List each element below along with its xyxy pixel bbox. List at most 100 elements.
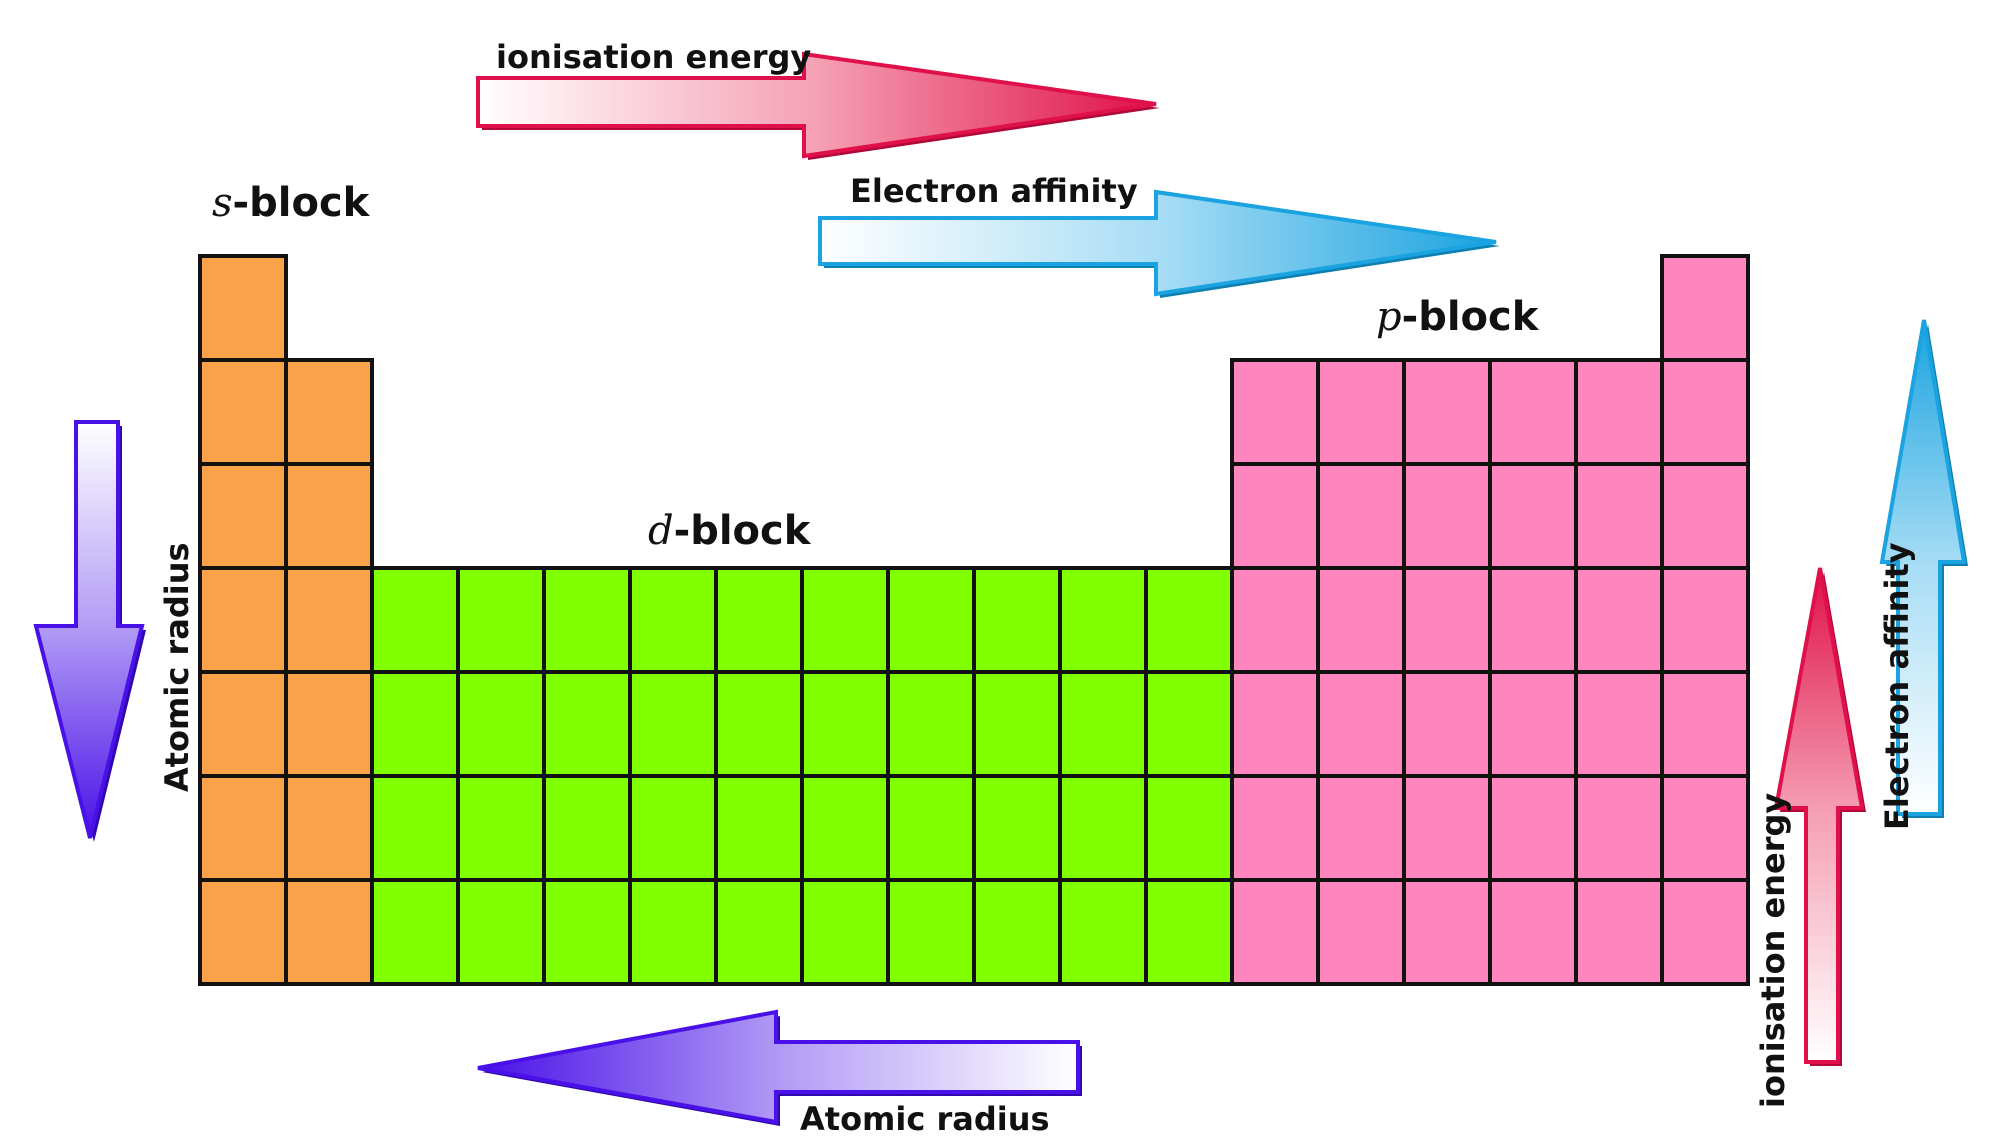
p-block-cell — [1660, 774, 1750, 882]
d-block-cell — [972, 566, 1062, 674]
p-block-cell — [1230, 358, 1320, 466]
d-block-cell — [542, 878, 632, 986]
p-block-cell — [1316, 878, 1406, 986]
d-block-cell — [628, 774, 718, 882]
p-block-cell — [1316, 670, 1406, 778]
d-block-cell — [628, 566, 718, 674]
d-block-cell — [542, 774, 632, 882]
d-block-cell — [1144, 878, 1234, 986]
d-block-cell — [456, 670, 546, 778]
d-block-cell — [800, 878, 890, 986]
d-block-cell — [1144, 566, 1234, 674]
d-block-cell — [1058, 774, 1148, 882]
d-block-cell — [800, 566, 890, 674]
atomic-radius-left-arrow — [477, 1009, 1082, 1126]
p-block-label: p-block — [1376, 294, 1539, 340]
d-block-cell — [1144, 670, 1234, 778]
s-block-cell — [284, 878, 374, 986]
atomic-radius-down-arrow — [33, 420, 146, 842]
p-block-cell — [1660, 462, 1750, 570]
electron-affinity-up-arrow — [1879, 319, 1968, 818]
p-block-cell — [1488, 774, 1578, 882]
electron-affinity-across-label: Electron affinity — [850, 172, 1138, 210]
d-block-cell — [972, 878, 1062, 986]
p-block-cell — [1488, 670, 1578, 778]
d-block-cell — [714, 670, 804, 778]
p-block-cell — [1402, 566, 1492, 674]
p-block-cell — [1574, 462, 1664, 570]
s-block-cell — [198, 670, 288, 778]
ionisation-energy-across-label: ionisation energy — [496, 38, 812, 76]
p-block-cell — [1402, 774, 1492, 882]
ionisation-energy-up-arrow — [1773, 567, 1866, 1066]
d-block-cell — [800, 670, 890, 778]
electron-affinity-right-arrow — [818, 189, 1500, 298]
d-block-cell — [714, 878, 804, 986]
p-block-cell — [1488, 878, 1578, 986]
d-block-cell — [456, 566, 546, 674]
d-block-cell — [628, 878, 718, 986]
p-block-cell — [1402, 358, 1492, 466]
s-block-cell — [284, 566, 374, 674]
p-block-cell — [1660, 358, 1750, 466]
s-block-label: s-block — [212, 180, 370, 226]
d-block-cell — [370, 670, 460, 778]
d-block-cell — [886, 670, 976, 778]
s-block-cell — [198, 566, 288, 674]
p-block-cell — [1402, 462, 1492, 570]
d-block-cell — [972, 670, 1062, 778]
p-block-cell — [1488, 462, 1578, 570]
d-block-cell — [370, 878, 460, 986]
d-block-cell — [972, 774, 1062, 882]
d-block-cell — [456, 774, 546, 882]
s-block-cell — [198, 878, 288, 986]
d-block-cell — [456, 878, 546, 986]
p-block-cell — [1574, 774, 1664, 882]
p-block-cell — [1402, 878, 1492, 986]
p-block-cell — [1488, 358, 1578, 466]
p-block-cell — [1574, 566, 1664, 674]
ionisation-energy-right-arrow — [476, 51, 1160, 160]
s-block-cell — [284, 774, 374, 882]
p-block-cell — [1660, 670, 1750, 778]
d-block-cell — [886, 878, 976, 986]
atomic-radius-across-label: Atomic radius — [800, 1100, 1050, 1138]
p-block-cell — [1660, 878, 1750, 986]
d-block-cell — [370, 566, 460, 674]
p-block-cell — [1402, 670, 1492, 778]
p-block-cell — [1574, 878, 1664, 986]
p-block-cell — [1660, 254, 1750, 362]
s-block-cell — [284, 670, 374, 778]
atomic-radius-down-label: Atomic radius — [158, 542, 196, 792]
p-block-cell — [1574, 358, 1664, 466]
p-block-cell — [1316, 774, 1406, 882]
s-block-cell — [284, 462, 374, 570]
s-block-cell — [198, 254, 288, 362]
d-block-cell — [628, 670, 718, 778]
p-block-cell — [1316, 566, 1406, 674]
d-block-cell — [714, 774, 804, 882]
p-block-cell — [1230, 462, 1320, 570]
s-block-cell — [198, 358, 288, 466]
d-block-cell — [886, 774, 976, 882]
p-block-cell — [1316, 358, 1406, 466]
s-block-cell — [198, 774, 288, 882]
d-block-label: d-block — [648, 508, 811, 554]
d-block-cell — [1058, 670, 1148, 778]
p-block-cell — [1230, 774, 1320, 882]
d-block-cell — [1058, 878, 1148, 986]
p-block-cell — [1660, 566, 1750, 674]
electron-affinity-up-label: Electron affinity — [1878, 542, 1916, 830]
ionisation-energy-up-label: ionisation energy — [1754, 792, 1792, 1108]
d-block-cell — [542, 670, 632, 778]
p-block-cell — [1316, 462, 1406, 570]
d-block-cell — [1058, 566, 1148, 674]
d-block-cell — [886, 566, 976, 674]
d-block-cell — [714, 566, 804, 674]
d-block-cell — [1144, 774, 1234, 882]
d-block-cell — [370, 774, 460, 882]
s-block-cell — [198, 462, 288, 570]
p-block-cell — [1230, 878, 1320, 986]
